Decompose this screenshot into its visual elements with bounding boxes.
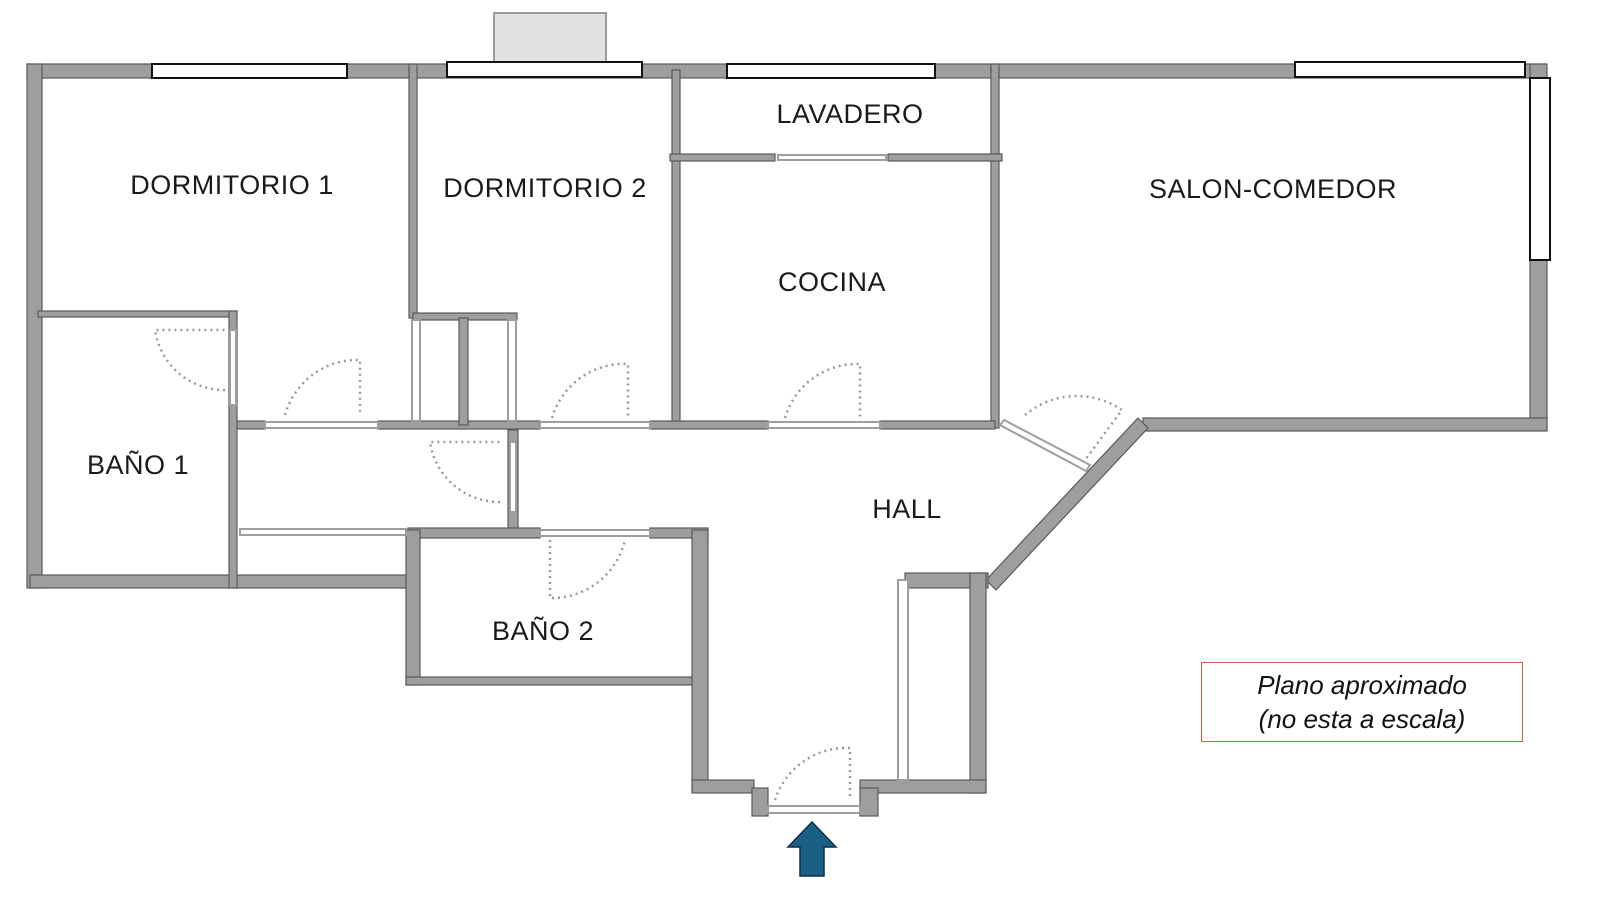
note-line-1: Plano aproximado bbox=[1257, 670, 1467, 700]
room-label-lavadero: LAVADERO bbox=[776, 99, 923, 129]
scale-note: Plano aproximado (no esta a escala) bbox=[1201, 662, 1523, 742]
walls bbox=[26, 63, 1548, 817]
room-label-salon: SALON-COMEDOR bbox=[1149, 174, 1397, 204]
entrance-arrow-icon bbox=[786, 820, 838, 877]
room-label-bano1: BAÑO 1 bbox=[87, 449, 189, 480]
room-label-dormitorio1: DORMITORIO 1 bbox=[130, 170, 334, 200]
door-swings bbox=[153, 328, 1124, 801]
windows bbox=[151, 61, 1551, 261]
note-line-2: (no esta a escala) bbox=[1258, 704, 1466, 734]
chimney bbox=[493, 12, 607, 64]
room-label-bano2: BAÑO 2 bbox=[492, 615, 594, 646]
room-label-hall: HALL bbox=[872, 494, 942, 524]
room-label-cocina: COCINA bbox=[778, 267, 886, 297]
door-leaves bbox=[229, 154, 1092, 814]
room-label-dormitorio2: DORMITORIO 2 bbox=[443, 173, 647, 203]
